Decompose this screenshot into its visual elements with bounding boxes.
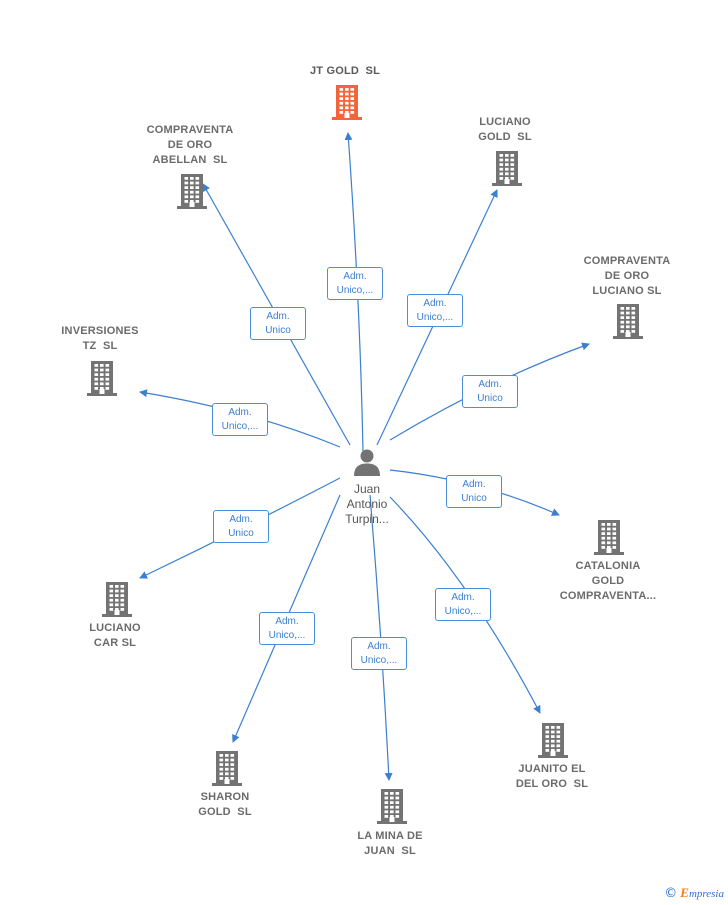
building-icon[interactable] xyxy=(332,84,362,120)
company-label-line: LUCIANO xyxy=(89,622,141,634)
brand-name: mpresia xyxy=(688,888,724,900)
edge-label-text: Unico xyxy=(461,493,487,504)
company-label-line: DE ORO xyxy=(167,139,213,151)
copyright-symbol: © xyxy=(664,886,678,901)
edge-label-text: Unico,... xyxy=(268,630,306,641)
edge-label-text: Unico,... xyxy=(221,421,259,432)
edge-label-juanito-el-del-oro[interactable]: Adm. Unico,... xyxy=(435,588,491,621)
building-icon[interactable] xyxy=(377,788,407,824)
edge-label-catalonia-gold[interactable]: Adm. Unico xyxy=(446,475,502,508)
company-label-luciano-gold[interactable]: LUCIANO GOLD SL xyxy=(430,115,580,145)
edge-label-text: Unico,... xyxy=(336,285,374,296)
company-label-line: LA MINA DE xyxy=(357,830,423,842)
company-label-luciano-car[interactable]: LUCIANO CAR SL xyxy=(40,621,190,651)
company-label-la-mina-de-juan[interactable]: LA MINA DE JUAN SL xyxy=(315,829,465,859)
edge-label-text: Adm. xyxy=(451,592,475,603)
person-label-line: Juan xyxy=(353,482,381,496)
edge-label-luciano-car[interactable]: Adm. Unico xyxy=(213,510,269,543)
company-label-line: JT GOLD SL xyxy=(309,65,381,77)
company-label-compraventa-abellan[interactable]: COMPRAVENTA DE ORO ABELLAN SL xyxy=(115,123,265,168)
company-label-juanito-el-del-oro[interactable]: JUANITO EL DEL ORO SL xyxy=(477,762,627,792)
edge-label-text: Adm. xyxy=(229,514,253,525)
company-label-line: CAR SL xyxy=(93,637,137,649)
company-label-line: SHARON xyxy=(200,791,250,803)
person-label-line: Turpin... xyxy=(345,512,389,526)
company-label-line: ABELLAN SL xyxy=(152,154,228,166)
company-label-line: COMPRAVENTA... xyxy=(559,590,657,602)
company-label-line: INVERSIONES xyxy=(61,325,139,337)
edge-label-text: Adm. xyxy=(367,641,391,652)
building-icon[interactable] xyxy=(87,360,117,396)
company-label-line: DEL ORO SL xyxy=(515,778,589,790)
edge-label-compraventa-luciano[interactable]: Adm. Unico xyxy=(462,375,518,408)
edge-label-text: Adm. xyxy=(423,298,447,309)
building-icon[interactable] xyxy=(177,173,207,209)
edge-label-text: Unico,... xyxy=(444,606,482,617)
building-icon[interactable] xyxy=(538,722,568,758)
company-label-line: LUCIANO xyxy=(479,116,531,128)
edge-label-text: Adm. xyxy=(275,616,299,627)
company-label-line: COMPRAVENTA xyxy=(583,255,671,267)
brand-initial: E xyxy=(680,885,689,900)
company-label-line: CATALONIA xyxy=(575,560,641,572)
person-label-line: Antonio xyxy=(346,497,388,511)
company-label-line: JUANITO EL xyxy=(518,763,586,775)
company-label-line: TZ SL xyxy=(82,340,118,352)
edge-label-text: Unico xyxy=(228,528,254,539)
company-label-line: JUAN SL xyxy=(364,845,416,857)
company-label-line: GOLD SL xyxy=(198,806,252,818)
edge-label-inversiones-tz[interactable]: Adm. Unico,... xyxy=(212,403,268,436)
company-label-catalonia-gold[interactable]: CATALONIA GOLD COMPRAVENTA... xyxy=(533,559,683,604)
company-label-jt-gold[interactable]: JT GOLD SL xyxy=(270,64,420,79)
edge-label-text: Unico xyxy=(265,325,291,336)
building-icon[interactable] xyxy=(492,150,522,186)
person-icon[interactable] xyxy=(352,447,382,477)
edge-label-text: Unico xyxy=(477,393,503,404)
company-label-inversiones-tz[interactable]: INVERSIONES TZ SL xyxy=(25,324,175,354)
edge-label-text: Adm. xyxy=(228,407,252,418)
company-label-compraventa-luciano[interactable]: COMPRAVENTA DE ORO LUCIANO SL xyxy=(552,254,702,299)
edge-label-text: Unico,... xyxy=(360,655,398,666)
company-label-line: LUCIANO SL xyxy=(592,285,662,297)
company-label-line: DE ORO xyxy=(604,270,650,282)
edge-label-text: Adm. xyxy=(343,271,367,282)
building-icon[interactable] xyxy=(594,519,624,555)
company-label-line: GOLD SL xyxy=(478,131,532,143)
edge-label-la-mina-de-juan[interactable]: Adm. Unico,... xyxy=(351,637,407,670)
company-label-line: COMPRAVENTA xyxy=(146,124,234,136)
building-icon[interactable] xyxy=(613,303,643,339)
company-label-sharon-gold[interactable]: SHARON GOLD SL xyxy=(150,790,300,820)
edge-label-text: Adm. xyxy=(266,311,290,322)
building-icon[interactable] xyxy=(212,750,242,786)
edge-label-text: Adm. xyxy=(478,379,502,390)
edge-label-text: Adm. xyxy=(462,479,486,490)
building-icon[interactable] xyxy=(102,581,132,617)
edge-label-text: Unico,... xyxy=(416,312,454,323)
edge-label-compraventa-abellan[interactable]: Adm. Unico xyxy=(250,307,306,340)
company-label-line: GOLD xyxy=(591,575,625,587)
edge-label-jt-gold[interactable]: Adm. Unico,... xyxy=(327,267,383,300)
empresia-logo[interactable]: ©Empresia xyxy=(664,885,724,901)
edge-label-sharon-gold[interactable]: Adm. Unico,... xyxy=(259,612,315,645)
edge-label-luciano-gold[interactable]: Adm. Unico,... xyxy=(407,294,463,327)
